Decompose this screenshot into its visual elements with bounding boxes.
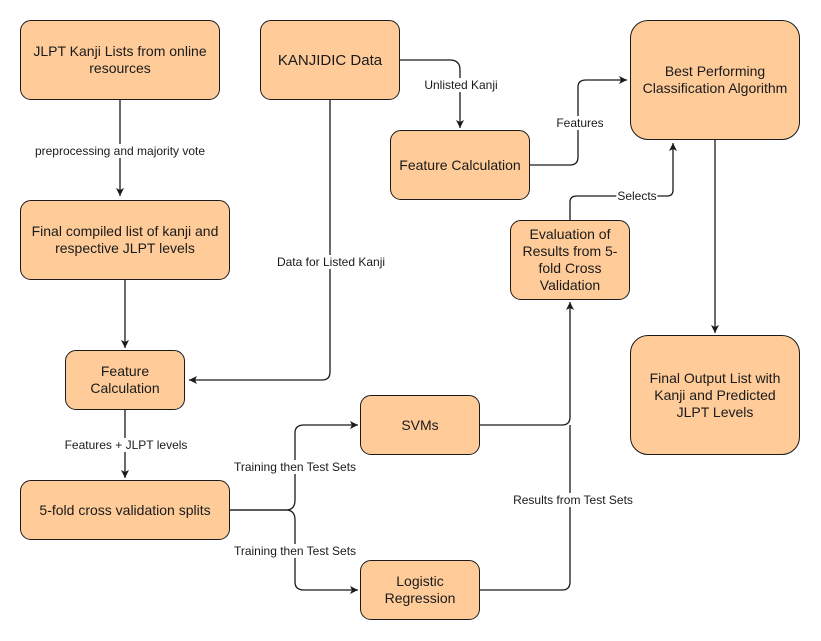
edge-label-preprocessing: preprocessing and majority vote xyxy=(33,144,207,158)
edge-label-features: Features xyxy=(555,116,605,130)
node-evaluation: Evaluation of Results from 5-fold Cross … xyxy=(510,220,630,300)
edge-kanjidic-to-featurecalc-left xyxy=(189,100,331,384)
node-cv-splits-label: 5-fold cross validation splits xyxy=(39,501,211,518)
edge-svms-to-evaluation xyxy=(480,302,574,426)
node-jlpt-lists: JLPT Kanji Lists from online resources xyxy=(20,20,220,100)
edge-label-selects: Selects xyxy=(616,189,658,203)
node-logistic-regression-label: Logistic Regression xyxy=(384,573,456,606)
node-best-algorithm-label: Best Performing Classification Algorithm xyxy=(642,63,788,96)
edge-label-results: Results from Test Sets xyxy=(512,493,634,507)
node-final-compiled: Final compiled list of kanji and respect… xyxy=(20,200,230,280)
edge-label-training-1: Training then Test Sets xyxy=(232,460,358,474)
node-feature-calc-left: Feature Calculation xyxy=(65,350,185,410)
node-svms: SVMs xyxy=(360,395,480,455)
node-final-output: Final Output List with Kanji and Predict… xyxy=(630,335,800,455)
edge-label-features-jlpt: Features + JLPT levels xyxy=(63,438,189,452)
node-final-compiled-label: Final compiled list of kanji and respect… xyxy=(31,223,219,256)
node-cv-splits: 5-fold cross validation splits xyxy=(20,480,230,540)
node-evaluation-label: Evaluation of Results from 5-fold Cross … xyxy=(522,226,618,293)
edge-label-unlisted: Unlisted Kanji xyxy=(423,78,499,92)
edge-kanjidic-to-featurecalc-top xyxy=(400,59,464,128)
node-feature-calc-top: Feature Calculation xyxy=(390,130,530,200)
node-best-algorithm: Best Performing Classification Algorithm xyxy=(630,20,800,140)
node-final-output-label: Final Output List with Kanji and Predict… xyxy=(649,369,781,420)
edge-label-data-listed: Data for Listed Kanji xyxy=(275,255,387,269)
edge-evaluation-to-best xyxy=(569,143,677,220)
node-feature-calc-left-label: Feature Calculation xyxy=(90,363,160,396)
node-feature-calc-top-label: Feature Calculation xyxy=(399,156,521,173)
node-kanjidic: KANJIDIC Data xyxy=(260,20,400,100)
edge-label-training-2: Training then Test Sets xyxy=(232,544,358,558)
edge-logistic-to-evaluation xyxy=(480,425,571,591)
node-logistic-regression: Logistic Regression xyxy=(360,560,480,620)
node-svms-label: SVMs xyxy=(401,416,439,433)
node-kanjidic-label: KANJIDIC Data xyxy=(277,51,383,69)
node-jlpt-lists-label: JLPT Kanji Lists from online resources xyxy=(33,43,207,76)
